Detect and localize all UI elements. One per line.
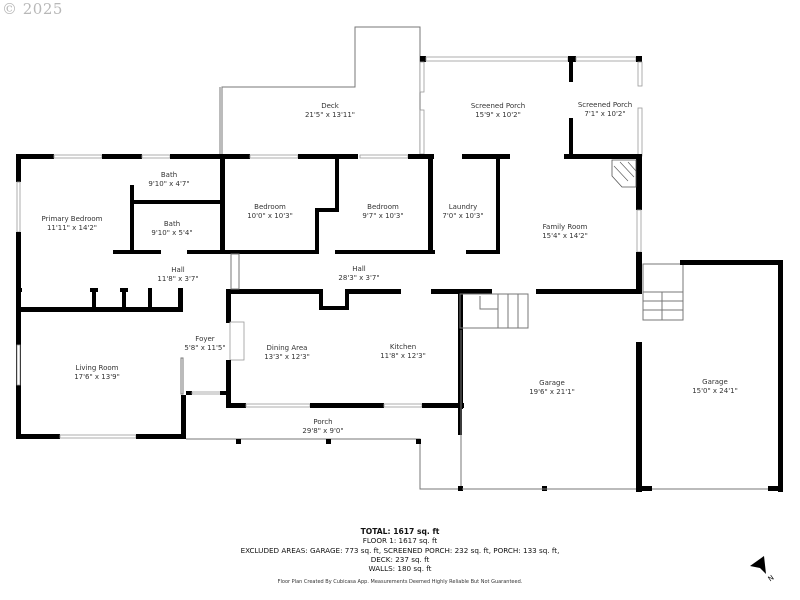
walls-area: WALLS: 180 sq. ft — [368, 564, 432, 574]
room-bath-2-dims: 9'10" x 5'4" — [151, 229, 192, 237]
room-hall-2-name: Hall — [352, 265, 365, 273]
room-bath-1-name: Bath — [161, 171, 177, 179]
room-screened-porch-2-name: Screened Porch — [578, 101, 632, 109]
room-porch-name: Porch — [313, 418, 332, 426]
room-bedroom-2-name: Bedroom — [367, 203, 399, 211]
floor-1-area: FLOOR 1: 1617 sq. ft — [362, 536, 438, 546]
total-area: TOTAL: 1617 sq. ft — [360, 527, 440, 536]
room-kitchen-dims: 11'8" x 12'3" — [380, 352, 426, 360]
room-kitchen-name: Kitchen — [390, 343, 416, 351]
stairs — [459, 263, 684, 329]
room-family-room-name: Family Room — [543, 223, 588, 231]
disclaimer: Floor Plan Created By Cubicasa App. Meas… — [277, 579, 523, 585]
compass-label: N — [767, 574, 776, 584]
room-primary-bedroom-dims: 11'11" x 14'2" — [47, 224, 97, 232]
room-laundry-name: Laundry — [449, 203, 478, 211]
copyright-watermark: © 2025 — [2, 0, 63, 18]
room-screened-porch-2-dims: 7'1" x 10'2" — [584, 110, 625, 118]
room-foyer-dims: 5'8" x 11'5" — [184, 344, 225, 352]
room-labels: Deck 21'5" x 13'11" Screened Porch 15'9"… — [42, 101, 738, 435]
room-garage-1-dims: 19'6" x 21'1" — [529, 388, 575, 396]
room-garage-2-dims: 15'0" x 24'1" — [692, 387, 738, 395]
room-dining-area-dims: 13'3" x 12'3" — [264, 353, 310, 361]
room-deck-dims: 21'5" x 13'11" — [305, 111, 355, 119]
garage-walls — [458, 260, 783, 492]
room-bath-1-dims: 9'10" x 4'7" — [148, 180, 189, 188]
deck-area: DECK: 237 sq. ft — [370, 554, 430, 564]
room-hall-1-dims: 11'8" x 3'7" — [157, 275, 198, 283]
room-garage-1-name: Garage — [539, 379, 565, 387]
room-foyer-name: Foyer — [195, 335, 215, 343]
room-dining-area-name: Dining Area — [267, 344, 308, 352]
room-porch-dims: 29'8" x 9'0" — [302, 427, 343, 435]
porch-outline — [186, 438, 458, 490]
room-hall-2-dims: 28'3" x 3'7" — [338, 274, 379, 282]
north-arrow-icon: N — [750, 556, 776, 584]
room-screened-porch-1-dims: 15'9" x 10'2" — [475, 111, 521, 119]
room-screened-porch-1-name: Screened Porch — [471, 102, 525, 110]
room-bedroom-2-dims: 9'7" x 10'3" — [362, 212, 403, 220]
room-bedroom-1-dims: 10'0" x 10'3" — [247, 212, 293, 220]
room-bedroom-1-name: Bedroom — [254, 203, 286, 211]
room-laundry-dims: 7'0" x 10'3" — [442, 212, 483, 220]
room-garage-2-name: Garage — [702, 378, 728, 386]
room-hall-1-name: Hall — [171, 266, 184, 274]
area-summary: TOTAL: 1617 sq. ft FLOOR 1: 1617 sq. ft … — [0, 527, 800, 573]
room-family-room-dims: 15'4" x 14'2" — [542, 232, 588, 240]
deck-outline — [219, 26, 421, 156]
room-living-room-dims: 17'6" x 13'9" — [74, 373, 120, 381]
room-bath-2-name: Bath — [164, 220, 180, 228]
room-primary-bedroom-name: Primary Bedroom — [42, 215, 103, 223]
room-deck-name: Deck — [321, 102, 340, 110]
house-walls — [16, 154, 642, 439]
room-living-room-name: Living Room — [76, 364, 119, 372]
screened-porch-walls — [419, 56, 643, 157]
excluded-areas: EXCLUDED AREAS: GARAGE: 773 sq. ft, SCRE… — [240, 545, 560, 555]
fireplace — [611, 159, 637, 188]
